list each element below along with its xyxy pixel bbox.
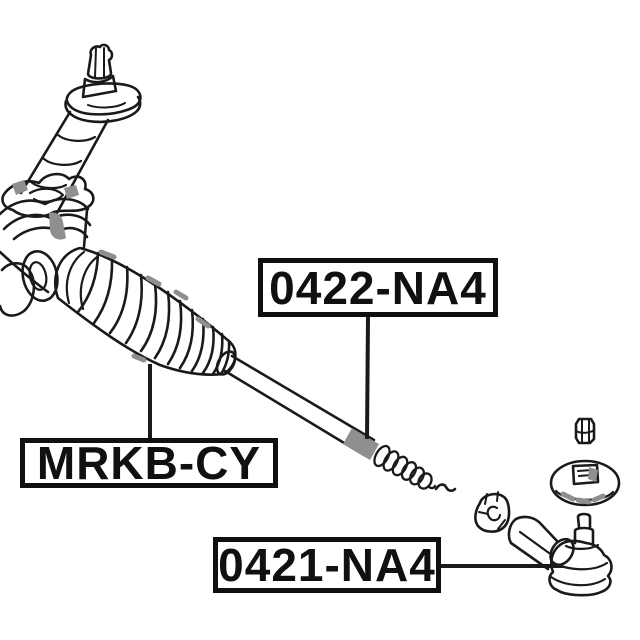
leader-inner-tie-rod [365, 316, 370, 440]
tie-rod-end-body-drawing [507, 512, 613, 597]
tie-rod-end-drawing [474, 417, 621, 597]
rack-housing-drawing [0, 172, 95, 317]
steering-column-drawing [19, 43, 142, 215]
dust-cover-drawing [549, 459, 621, 507]
rack-boot-drawing [53, 246, 237, 377]
part-label-steering-rack-boot: MRKB-CY [20, 438, 278, 488]
part-label-tie-rod-end: 0421-NA4 [213, 537, 441, 593]
part-number-inner-tie-rod: 0422-NA4 [269, 261, 487, 314]
part-number-tie-rod-end: 0421-NA4 [218, 539, 436, 591]
nut-drawing [574, 417, 596, 445]
lock-nut-drawing [474, 491, 511, 533]
inner-tie-rod-drawing [215, 350, 457, 493]
leader-lines [148, 316, 563, 568]
part-label-inner-tie-rod: 0422-NA4 [258, 258, 498, 317]
part-number-steering-rack-boot: MRKB-CY [36, 437, 262, 489]
